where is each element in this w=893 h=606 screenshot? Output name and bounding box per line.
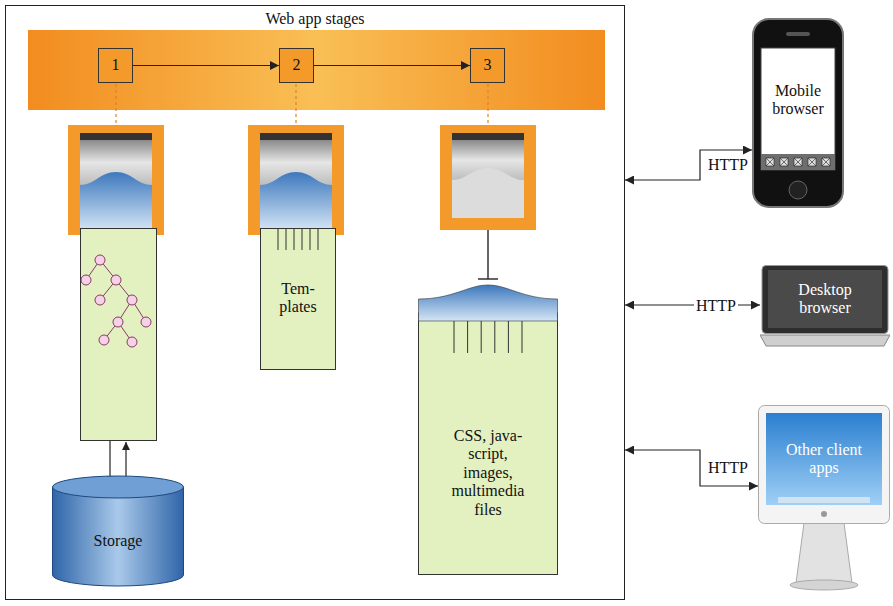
text-area: Desktop browser — [788, 271, 862, 327]
stage-block — [68, 125, 164, 235]
connector — [314, 65, 470, 66]
stage-block — [248, 125, 344, 235]
desktop-computer: Other client apps — [758, 405, 890, 593]
text-area: CSS, java- script, images, multimedia fi… — [451, 403, 525, 543]
diagram-title: Web app stages — [265, 10, 364, 28]
storage-shape — [52, 475, 184, 587]
static-files-box: CSS, java- script, images, multimedia fi… — [418, 283, 558, 575]
text-area: Tem- plates — [270, 268, 326, 328]
stage-number-text: 3 — [484, 56, 492, 74]
node-label: Mobile browser — [766, 82, 830, 119]
connector — [625, 304, 760, 305]
dashed-leader — [116, 84, 488, 125]
text-area: 1 — [99, 49, 132, 82]
stage-number: 3 — [470, 48, 505, 83]
connector — [133, 65, 279, 66]
node-label: CSS, java- script, images, multimedia fi… — [451, 427, 525, 519]
stage-block — [440, 125, 536, 279]
text-area: 3 — [471, 49, 504, 82]
connector — [625, 150, 752, 180]
app-frame: Web app stages 1 2 3Tem- platesCSS, java- s… — [5, 5, 625, 600]
stage-band — [28, 30, 605, 110]
text-area: Mobile browser — [766, 52, 830, 148]
protocol-label: HTTP — [706, 459, 750, 477]
stage-number: 2 — [279, 48, 314, 83]
node-label: Other client apps — [784, 441, 864, 478]
imac-shape — [758, 405, 890, 593]
stage-number-text: 1 — [112, 56, 120, 74]
text-area: 2 — [280, 49, 313, 82]
node-label: Storage — [94, 532, 143, 550]
text-area: Storage — [62, 511, 174, 571]
connector — [625, 450, 758, 486]
text-area: Web app stages — [6, 8, 624, 30]
data-tree-box — [81, 229, 157, 441]
text-area: Other client apps — [784, 417, 864, 501]
node-label: Desktop browser — [788, 281, 862, 318]
stage-number-text: 2 — [293, 56, 301, 74]
laptop-device: Desktop browser — [760, 265, 890, 347]
node-label: Tem- plates — [270, 280, 326, 317]
storage-cylinder: Storage — [52, 475, 184, 587]
protocol-label: HTTP — [694, 297, 738, 315]
mobile-device: Mobile browser — [752, 18, 844, 208]
stage-number: 1 — [98, 48, 133, 83]
protocol-label: HTTP — [706, 156, 750, 174]
templates-box: Tem- plates — [260, 228, 336, 370]
